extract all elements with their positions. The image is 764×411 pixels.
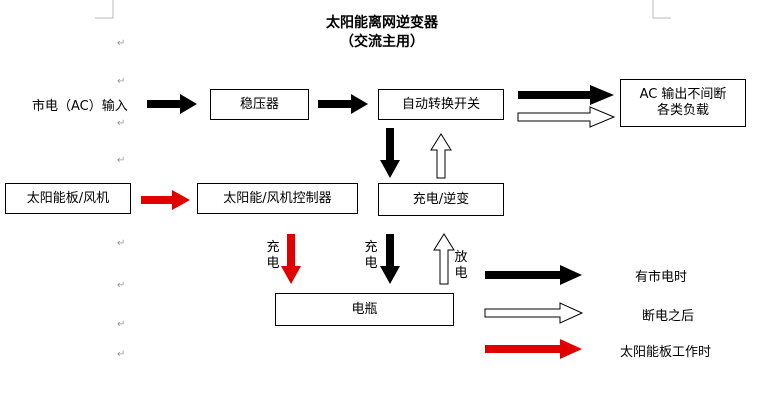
battery-label: 电瓶	[351, 301, 378, 317]
legend-arrow-black	[485, 265, 582, 285]
paragraph-mark: ↵	[117, 349, 126, 360]
arrow-solar-to-controller	[141, 190, 190, 210]
arrow-charger-to-switch	[430, 133, 452, 179]
paragraph-mark: ↵	[117, 238, 126, 249]
arrow-stabilizer-to-switch	[318, 94, 368, 114]
arrow-switch-to-charger	[380, 128, 400, 178]
ac-output-label-line2: 各类负载	[656, 103, 709, 118]
arrow-switch-to-output-white	[517, 106, 616, 128]
paragraph-mark: ↵	[117, 280, 126, 291]
arrow-switch-to-output-black	[518, 85, 614, 105]
auto-switch-label: 自动转换开关	[401, 96, 480, 112]
auto-switch-box: 自动转换开关	[378, 89, 504, 120]
arrow-controller-to-battery	[281, 234, 301, 284]
controller-box: 太阳能/风机控制器	[197, 183, 358, 214]
battery-box: 电瓶	[275, 293, 454, 326]
paragraph-mark: ↵	[117, 38, 126, 49]
charge-label-left: 充电	[266, 240, 280, 271]
legend-label-red: 太阳能板工作时	[620, 345, 712, 360]
paragraph-mark: ↵	[117, 155, 126, 166]
stabilizer-box: 稳压器	[210, 89, 309, 120]
charge-invert-box: 充电/逆变	[378, 183, 504, 216]
charge-label-mid: 充电	[364, 240, 378, 271]
diagram-subtitle: （交流主用）	[340, 34, 424, 50]
arrow-battery-to-charger	[433, 233, 455, 285]
controller-label: 太阳能/风机控制器	[223, 190, 332, 206]
legend-label-black: 有市电时	[635, 270, 688, 285]
paragraph-mark: ↵	[117, 319, 126, 330]
arrow-charger-to-battery	[380, 234, 400, 284]
arrow-grid-to-stabilizer	[147, 94, 197, 114]
legend-arrow-white	[484, 302, 584, 324]
discharge-label: 放电	[454, 250, 468, 281]
paragraph-mark: ↵	[117, 76, 126, 87]
ac-output-label-line1: AC 输出不间断	[639, 87, 727, 102]
grid-input-label: 市电（AC）输入	[32, 99, 128, 114]
diagram-title: 太阳能离网逆变器	[326, 15, 438, 31]
legend-label-white: 断电之后	[642, 309, 695, 324]
solar-wind-box: 太阳能板/风机	[5, 183, 131, 214]
charge-invert-label: 充电/逆变	[412, 191, 470, 207]
stabilizer-label: 稳压器	[239, 96, 279, 112]
paragraph-mark: ↵	[117, 118, 126, 129]
legend-arrow-red	[485, 339, 582, 359]
solar-wind-label: 太阳能板/风机	[26, 190, 110, 206]
crop-marks	[95, 0, 671, 19]
ac-output-box: AC 输出不间断 各类负载	[620, 79, 746, 127]
